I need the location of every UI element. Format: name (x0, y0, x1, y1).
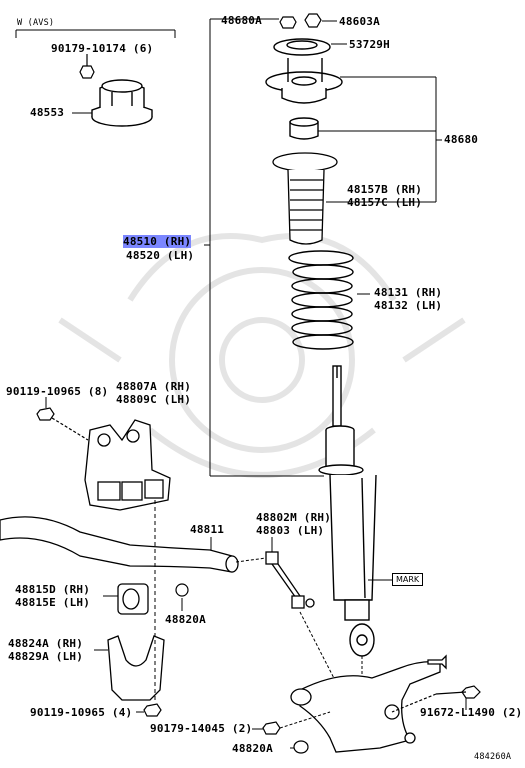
label-53729H: 53729H (349, 38, 390, 51)
label-48131: 48131 (RH) (374, 286, 443, 299)
shock-absorber-48510 (318, 365, 377, 657)
figure-id: 484260A (474, 752, 512, 762)
link-48802M (265, 551, 315, 609)
label-48815E: 48815E (LH) (15, 596, 91, 609)
ring-53729H (273, 38, 331, 56)
bolt-90119-top (36, 407, 89, 441)
label-48820A-upper: 48820A (165, 613, 206, 626)
bump-stopper (289, 117, 319, 140)
label-90179-14045: 90179-14045 (2) (150, 722, 253, 735)
mark-label: MARK (392, 573, 424, 586)
label-48157C: 48157C (LH) (347, 196, 423, 209)
label-91672-L1490: 91672-L1490 (2) (420, 706, 523, 719)
label-48520: 48520 (LH) (126, 249, 195, 262)
label-90119-10965-4: 90119-10965 (4) (30, 706, 133, 719)
label-48680: 48680 (444, 133, 479, 146)
coil-spring-48131 (288, 250, 354, 350)
nut-90179-14045 (262, 721, 281, 735)
label-48603A: 48603A (339, 15, 380, 28)
top-nuts (279, 13, 322, 29)
nut-90179-10174 (79, 54, 95, 79)
label-48815D: 48815D (RH) (15, 583, 91, 596)
label-48807A: 48807A (RH) (116, 380, 192, 393)
clamp-48824A (107, 635, 165, 701)
bushing-48820A-lower (293, 740, 309, 754)
label-48553: 48553 (30, 106, 65, 119)
variant-label: W (AVS) (17, 18, 55, 28)
label-48809C: 48809C (LH) (116, 393, 192, 406)
dashed-link-line (235, 557, 267, 563)
mount-48553 (91, 79, 153, 127)
bushing-48820A-upper (175, 583, 189, 597)
bracket-48807A (84, 419, 171, 511)
label-48811: 48811 (190, 523, 225, 536)
assembly-lines (204, 18, 442, 477)
bushing-48815D (117, 583, 149, 615)
dust-boot-48157 (272, 152, 338, 245)
label-48680A: 48680A (221, 14, 262, 27)
label-90179-10174: 90179-10174 (6) (51, 42, 154, 55)
bolt-90119-bottom (143, 703, 162, 717)
bolt-91672 (391, 685, 481, 713)
label-48803: 48803 (LH) (256, 524, 325, 537)
label-48132: 48132 (LH) (374, 299, 443, 312)
avs-bracket (15, 29, 176, 38)
label-48510-highlighted: 48510 (RH) (123, 235, 192, 248)
label-48157B: 48157B (RH) (347, 183, 423, 196)
label-48829A: 48829A (LH) (8, 650, 84, 663)
stabilizer-bar-48811 (0, 516, 239, 573)
label-48820A-lower: 48820A (232, 742, 273, 755)
lower-arm (290, 654, 447, 753)
label-90119-10965-8: 90119-10965 (8) (6, 385, 109, 398)
upper-support-48680 (265, 58, 343, 104)
label-48802M: 48802M (RH) (256, 511, 332, 524)
label-48824A: 48824A (RH) (8, 637, 84, 650)
